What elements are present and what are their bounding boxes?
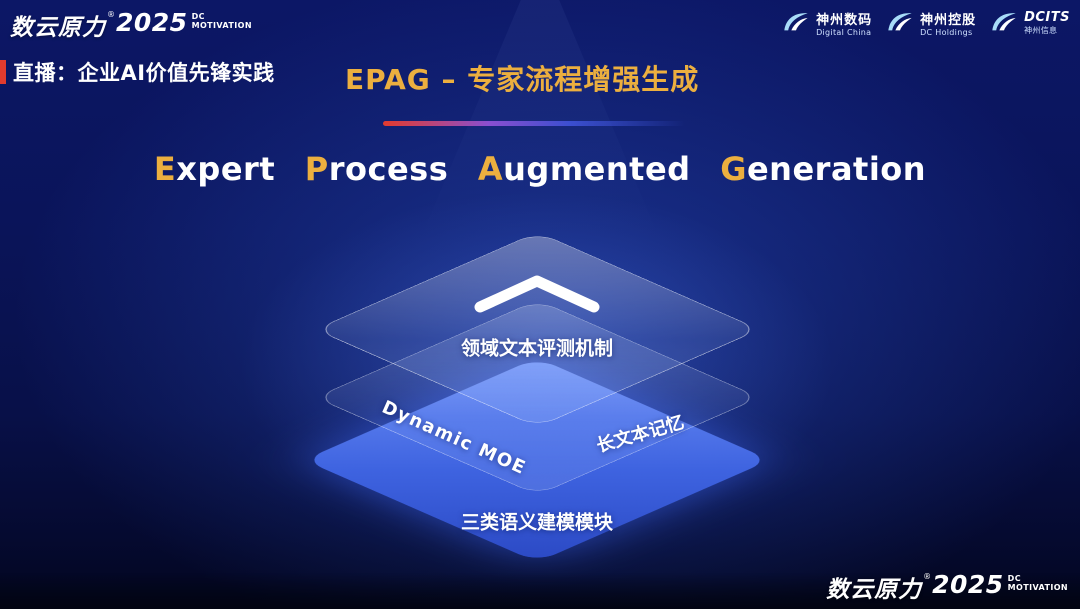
subtitle-lead-letter: E [153,150,177,188]
subtitle-word-rest: ugmented [503,150,691,188]
subtitle-word-rest: rocess [328,150,449,188]
brand-tagline-line1: DC [191,12,205,21]
brand-logo-top-left: 数云原力 ® 2025 DC MOTIVATION [10,8,252,42]
partner-name: DCITS [1024,10,1070,25]
partner-subname: Digital China [816,28,872,37]
subtitle-word: Process [305,150,448,188]
partner-logo-digital-china: 神州数码 Digital China [782,9,872,37]
brand-registered-mark: ® [107,10,115,19]
subtitle: Expert Process Augmented Generation [0,150,1080,188]
live-label-row: 直播：企业AI价值先锋实践 [0,57,275,87]
brand-tagline: DC MOTIVATION [192,12,252,30]
brand-year: 2025 [116,8,188,37]
bottom-layer-label: 三类语义建模模块 [460,511,614,534]
partner-name: 神州控股 [920,13,977,28]
partner-logo-dc-holdings: 神州控股 DC Holdings [886,9,976,37]
page-title: EPAG – 专家流程增强生成 [345,63,700,96]
brand-tagline-line1: DC [1007,574,1021,583]
partner-logo-dcits: DCITS 神州信息 [990,9,1070,37]
swoosh-icon [782,9,810,37]
subtitle-lead-letter: G [720,150,747,188]
partner-subname: DC Holdings [920,28,973,37]
brand-tagline: DC MOTIVATION [1008,574,1068,592]
partner-name: 神州数码 [816,13,873,28]
subtitle-lead-letter: A [477,150,504,188]
swoosh-icon [886,9,914,37]
footer-shade [0,573,1080,609]
subtitle-word-rest: xpert [176,150,276,188]
partner-logos: 神州数码 Digital China 神州控股 DC Holdings [782,9,1070,37]
brand-year: 2025 [932,570,1004,599]
subtitle-word-rest: eneration [746,150,927,188]
live-indicator-bar [0,60,6,84]
subtitle-lead-letter: P [304,150,329,188]
title-divider [383,121,685,126]
brand-tagline-line2: MOTIVATION [1007,583,1068,593]
brand-name: 数云原力 [826,577,923,603]
chevron-up-icon [472,272,602,320]
top-layer-label: 领域文本评测机制 [460,337,614,360]
subtitle-word: Generation [720,150,926,188]
brand-name: 数云原力 [10,15,106,41]
subtitle-word: Augmented [478,150,691,188]
live-label: 直播：企业AI价值先锋实践 [13,61,275,85]
brand-registered-mark: ® [923,572,932,581]
partner-subname: 神州信息 [1024,26,1058,35]
brand-logo-bottom-right: 数云原力 ® 2025 DC MOTIVATION [826,570,1068,604]
swoosh-icon [990,9,1018,37]
subtitle-word: Expert [154,150,275,188]
brand-tagline-line2: MOTIVATION [191,21,252,31]
